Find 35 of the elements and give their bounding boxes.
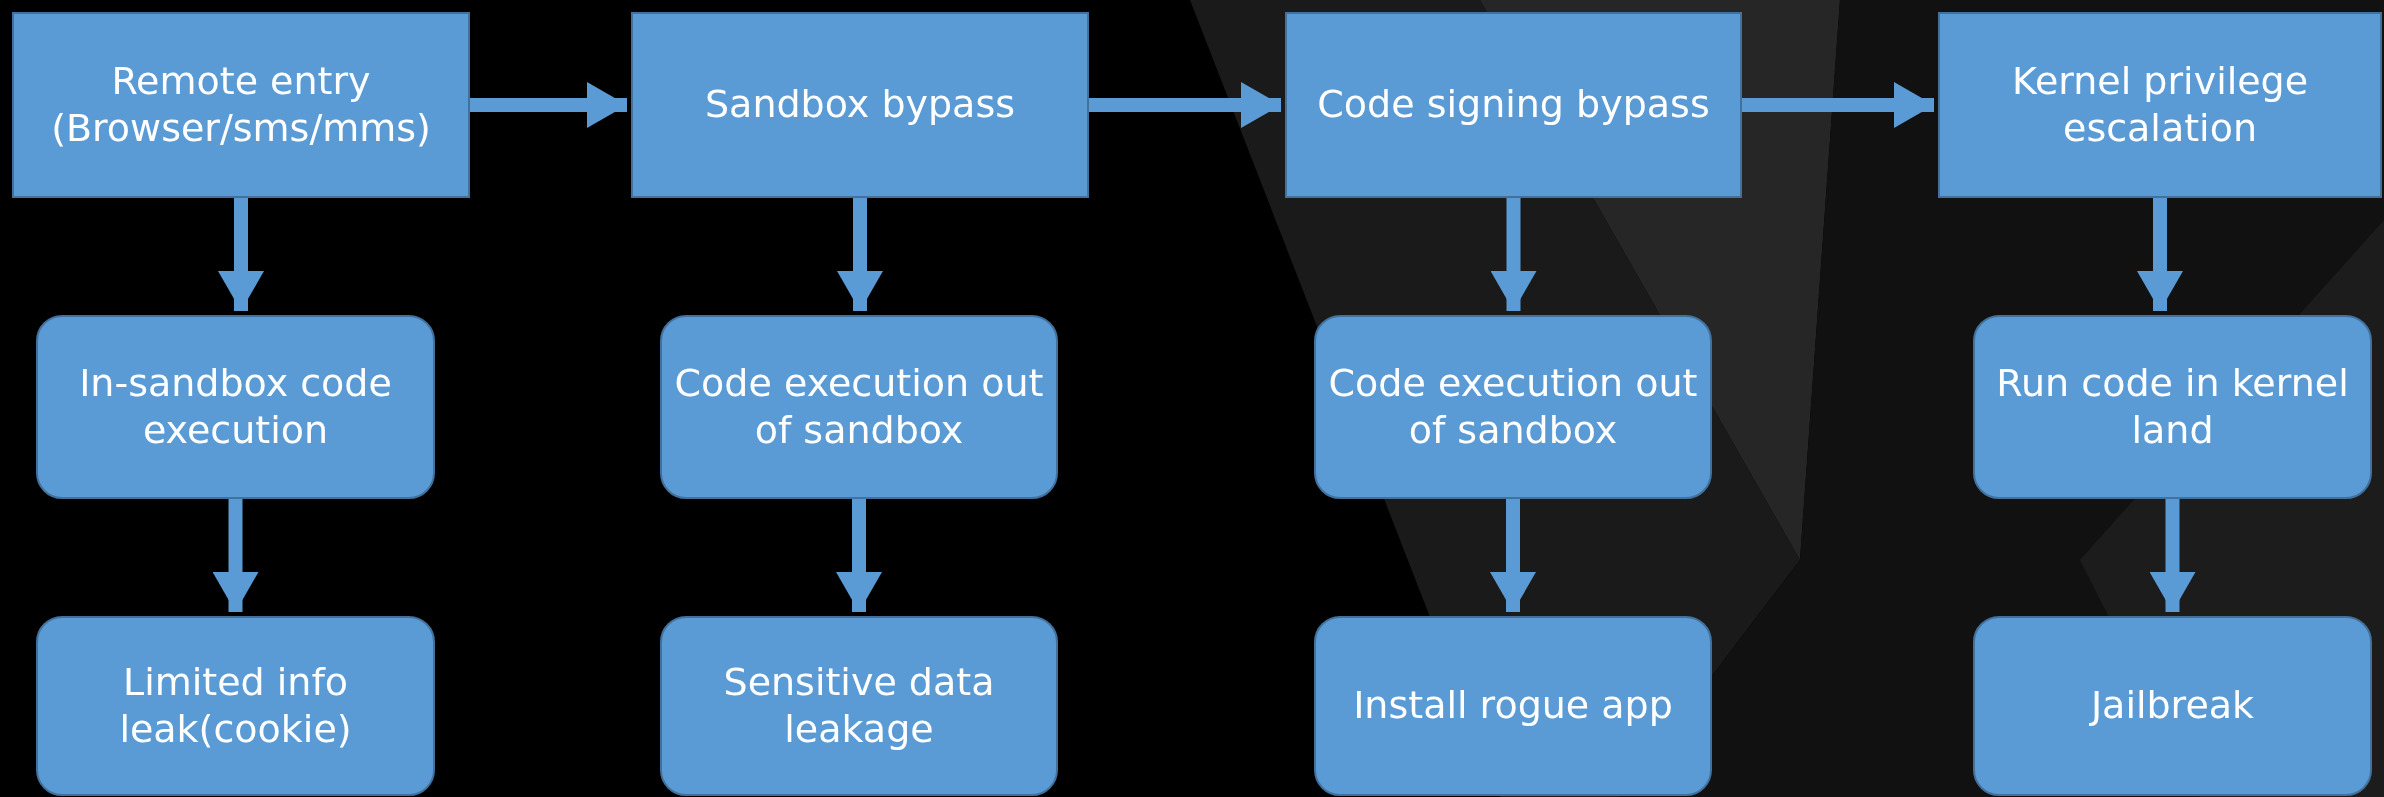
node-text: Remote entry (Browser/sms/mms) [50,57,432,152]
arrow [2137,198,2183,311]
arrow [836,499,882,612]
arrow [470,82,627,128]
stage-box [631,12,1089,198]
node-text: Code signing bypass [1316,81,1711,129]
result-box [1973,616,2372,796]
node-text: Sensitive data leakage [722,658,996,753]
result-box [660,315,1058,499]
arrow [837,198,883,311]
arrow [212,499,259,612]
result-box [1314,616,1712,796]
node-text: Sandbox bypass [704,81,1016,129]
arrow [1490,499,1536,612]
result-box [1973,315,2372,499]
arrow [218,198,264,311]
arrow [1742,82,1934,128]
result-box [1314,315,1712,499]
node-text: Limited info leak(cookie) [118,658,353,753]
node-text: In-sandbox code execution [78,359,393,454]
node-text: Code execution out of sandbox [673,359,1045,454]
node-text: Run code in kernel land [1995,359,2350,454]
arrow [1089,82,1281,128]
result-box [36,616,435,796]
node-text: Kernel privilege escalation [2010,57,2310,152]
result-box [660,616,1058,796]
stage-box [12,12,470,198]
arrow [2149,499,2196,612]
node-text: Code execution out of sandbox [1327,359,1699,454]
stage-box [1938,12,2382,198]
node-text: Jailbreak [2088,682,2256,730]
arrow [1490,198,1537,311]
node-text: Install rogue app [1352,682,1674,730]
stage-box [1285,12,1742,198]
result-box [36,315,435,499]
